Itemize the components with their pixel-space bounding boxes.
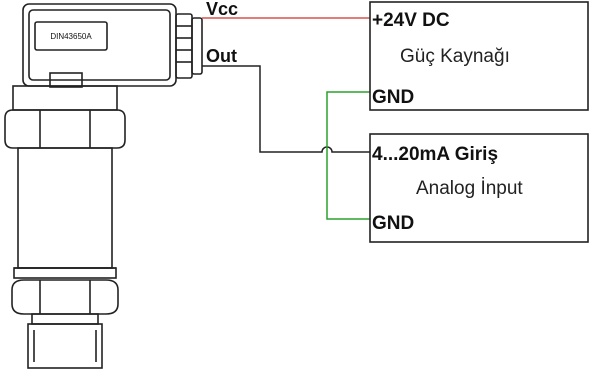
upper-hex-nut bbox=[4, 109, 126, 149]
power-supply-subtitle: Güç Kaynağı bbox=[400, 46, 510, 67]
din-connector bbox=[22, 3, 203, 88]
analog-input-gnd-label: GND bbox=[372, 213, 414, 234]
power-supply-title: +24V DC bbox=[372, 10, 450, 31]
power-supply-gnd-label: GND bbox=[372, 87, 414, 108]
vcc-label: Vcc bbox=[206, 0, 238, 19]
gnd-wire bbox=[326, 91, 370, 220]
pressure-transmitter bbox=[4, 3, 203, 369]
analog-input-subtitle: Analog İnput bbox=[416, 178, 523, 199]
analog-input-title: 4...20mA Giriş bbox=[372, 144, 498, 165]
cable-gland bbox=[175, 13, 203, 79]
transmitter-neck bbox=[12, 85, 118, 111]
connector-model-label: DIN43650A bbox=[50, 32, 92, 41]
threaded-fitting bbox=[27, 313, 103, 369]
connector-window bbox=[49, 72, 83, 88]
lower-hex-nut bbox=[11, 279, 119, 315]
connector-label-plate bbox=[34, 21, 108, 51]
analog-input-box: 4...20mA Giriş Analog İnput GND bbox=[369, 133, 589, 243]
out-label: Out bbox=[206, 46, 237, 66]
out-wire bbox=[202, 65, 370, 153]
transmitter-body bbox=[17, 147, 113, 269]
wires bbox=[202, 17, 372, 220]
power-supply-box: +24V DC Güç Kaynağı GND bbox=[369, 1, 589, 111]
